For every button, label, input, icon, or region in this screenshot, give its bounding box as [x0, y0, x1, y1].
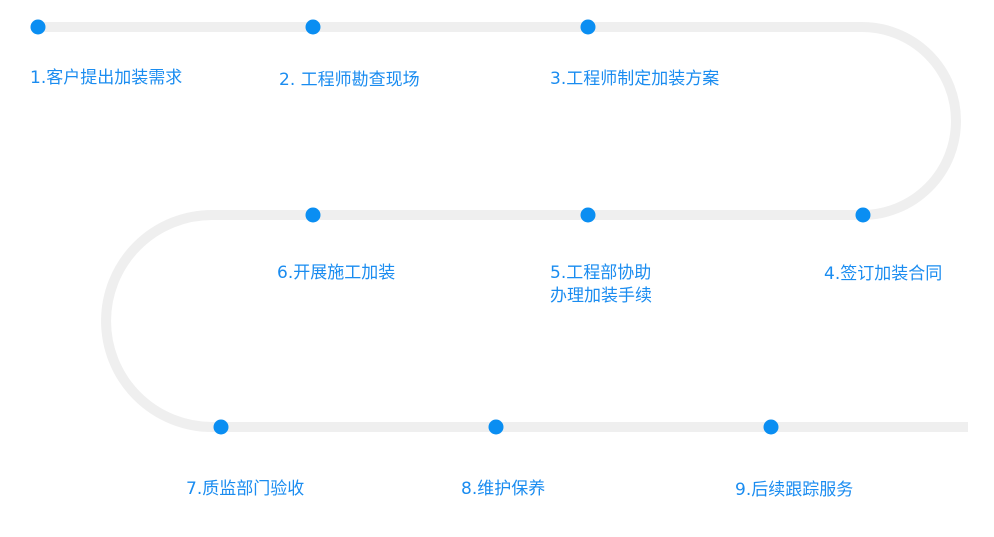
step-dot-9 [763, 419, 779, 435]
step-label-1: 1.客户提出加装需求 [30, 68, 183, 88]
step-label-6: 6.开展施工加装 [277, 263, 396, 283]
step-label-3: 3.工程师制定加装方案 [550, 69, 720, 89]
step-label-4: 4.签订加装合同 [824, 264, 943, 284]
step-dot-7 [213, 419, 229, 435]
step-label-2: 2. 工程师勘查现场 [279, 70, 420, 90]
step-dot-5 [580, 207, 596, 223]
step-label-7: 7.质监部门验收 [186, 479, 305, 499]
step-label-5: 5.工程部协助 办理加装手续 [550, 262, 652, 308]
step-dot-8 [488, 419, 504, 435]
step-label-5-line2: 办理加装手续 [550, 286, 652, 306]
step-dot-3 [580, 19, 596, 35]
step-dot-6 [305, 207, 321, 223]
step-label-8: 8.维护保养 [461, 479, 546, 499]
step-dot-4 [855, 207, 871, 223]
step-dot-2 [305, 19, 321, 35]
step-dot-1 [30, 19, 46, 35]
step-label-9: 9.后续跟踪服务 [735, 480, 854, 500]
serpentine-track [38, 22, 968, 432]
step-dots [30, 19, 871, 435]
step-label-5-line1: 5.工程部协助 [550, 263, 652, 283]
